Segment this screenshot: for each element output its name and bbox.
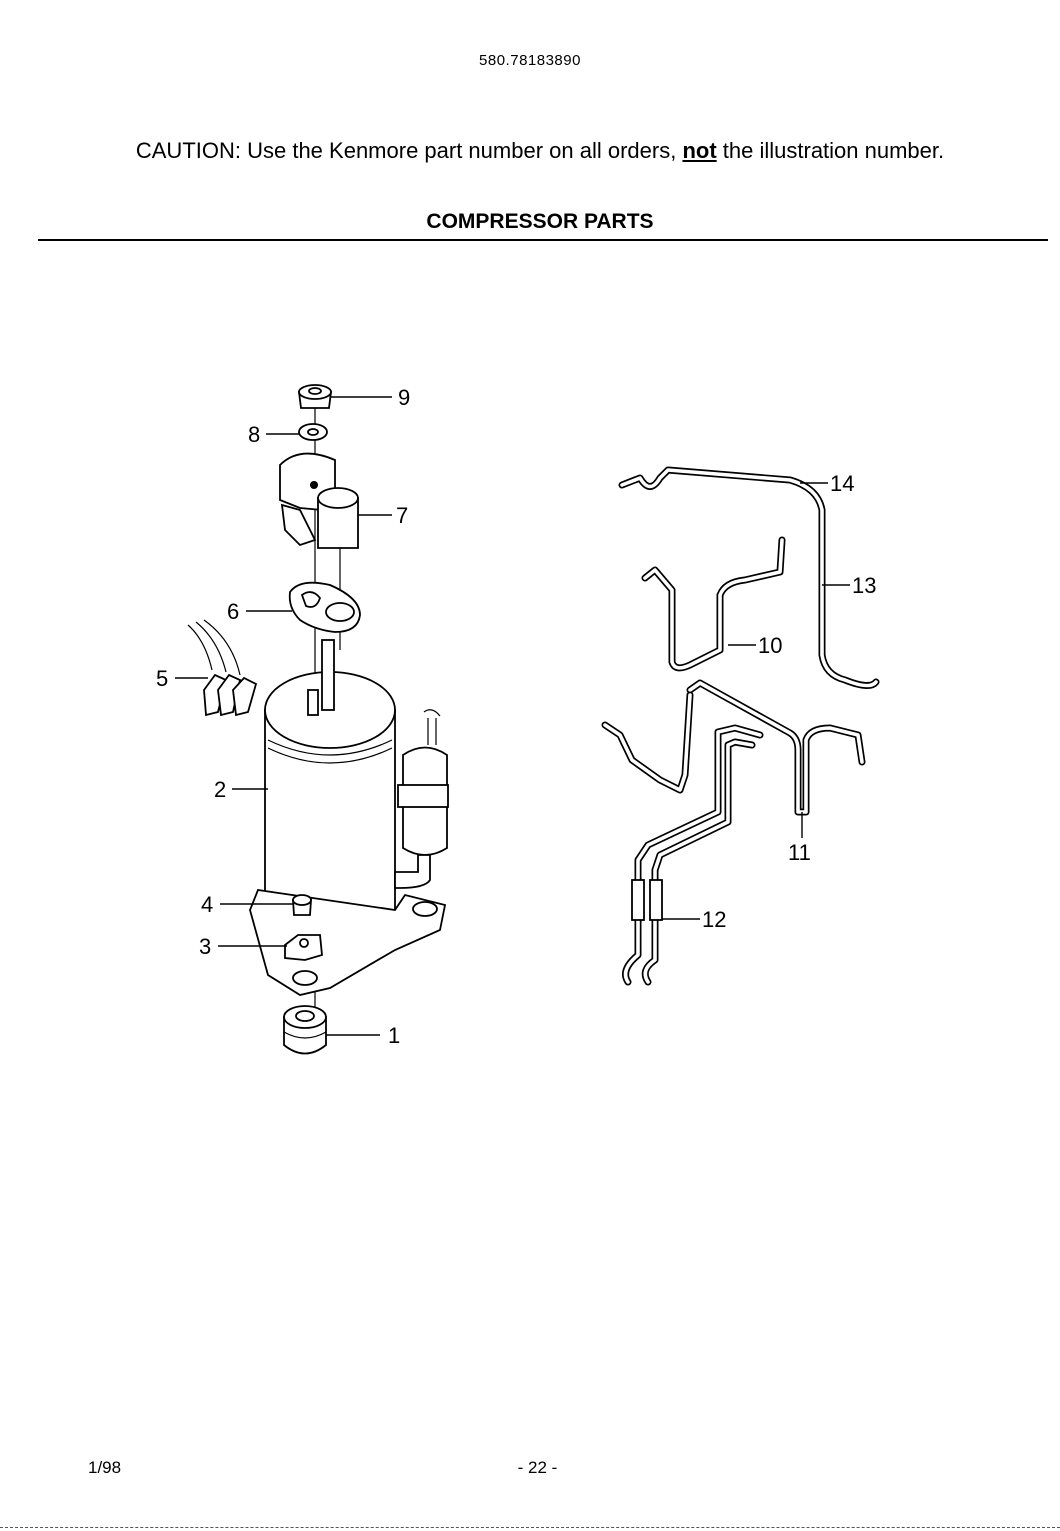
- tubing-assembly: [605, 470, 876, 982]
- part-1-grommet: [284, 1006, 326, 1054]
- callout-13: 13: [852, 573, 876, 598]
- callout-1: 1: [388, 1023, 400, 1048]
- callout-7: 7: [396, 503, 408, 528]
- callout-2: 2: [214, 777, 226, 802]
- callout-5: 5: [156, 666, 168, 691]
- part-9-nut: [299, 385, 331, 408]
- callout-8: 8: [248, 422, 260, 447]
- part-5-wire-harness: [188, 620, 256, 715]
- callout-3: 3: [199, 934, 211, 959]
- part-4-nut: [293, 895, 311, 915]
- compressor-assembly: [175, 385, 448, 1054]
- accumulator: [395, 710, 448, 888]
- callout-9: 9: [398, 385, 410, 410]
- callout-6: 6: [227, 599, 239, 624]
- callout-14: 14: [830, 471, 854, 496]
- part-11-tube: [605, 683, 862, 812]
- base-plate: [250, 890, 445, 995]
- part-6-gasket: [290, 583, 360, 632]
- callout-12: 12: [702, 907, 726, 932]
- part-8-washer: [299, 424, 327, 440]
- callout-11: 11: [788, 840, 811, 865]
- bottom-divider: [0, 1527, 1060, 1528]
- page-number: - 22 -: [0, 1458, 1060, 1478]
- part-7-terminal-cover: [280, 454, 358, 548]
- callout-10: 10: [758, 633, 782, 658]
- callout-4: 4: [201, 892, 213, 917]
